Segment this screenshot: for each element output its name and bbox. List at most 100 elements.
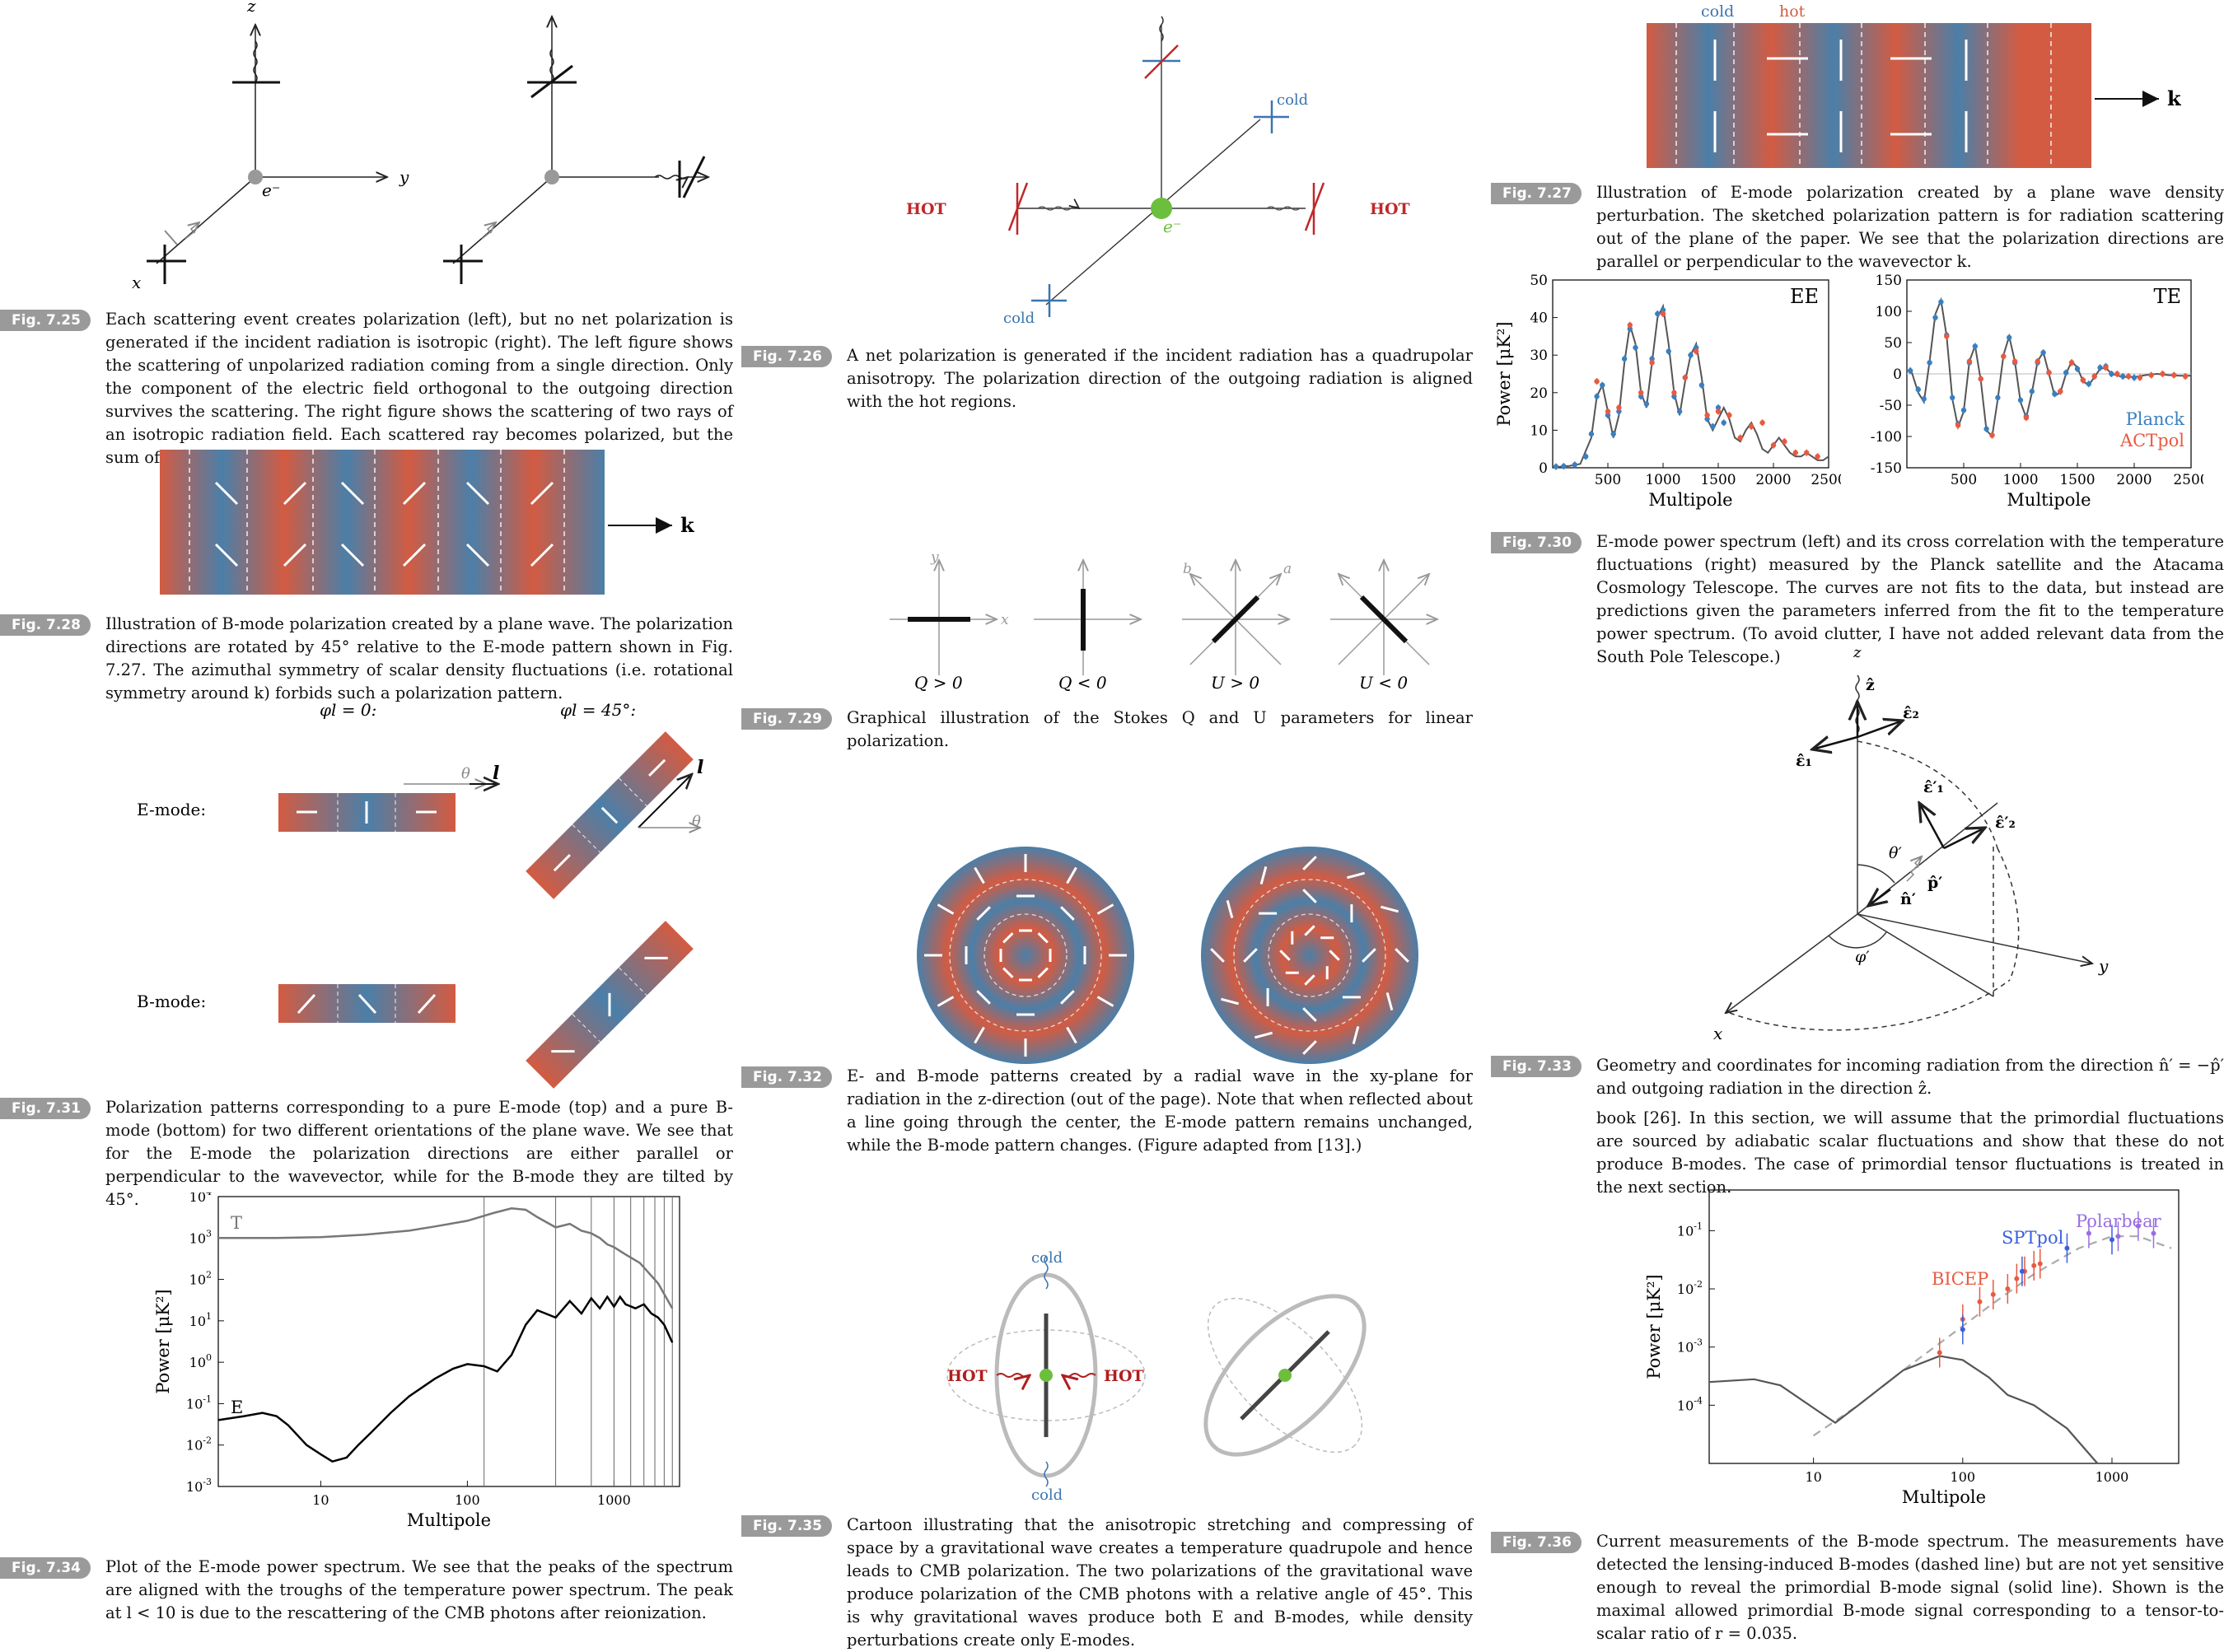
y-tick-label: 10-4 bbox=[1677, 1395, 1703, 1413]
data-point-planck bbox=[2109, 371, 2114, 377]
fig-726-caption: Fig. 7.26 A net polarization is generate… bbox=[741, 344, 1473, 418]
data-point-actpol bbox=[2080, 377, 2086, 383]
fig-732-caption: Fig. 7.32 E- and B-mode patterns created… bbox=[741, 1065, 1473, 1160]
data-point-polarbear bbox=[2115, 1234, 2121, 1239]
data-point-sptpol bbox=[1960, 1327, 1965, 1332]
data-point-actpol bbox=[1944, 334, 1950, 339]
polarization-tick bbox=[1002, 967, 1014, 978]
fig-728-tag: Fig. 7.28 bbox=[0, 614, 91, 636]
data-point-actpol bbox=[2011, 358, 2018, 364]
data-point-bicep bbox=[2014, 1276, 2020, 1281]
data-point-planck bbox=[1915, 386, 1921, 393]
x-tick-label: 1500 bbox=[1700, 472, 1736, 488]
fig-736-text: Current measurements of the B-mode spect… bbox=[1596, 1532, 2224, 1643]
x-tick-label: 1000 bbox=[597, 1492, 631, 1508]
data-point-planck bbox=[2007, 334, 2012, 341]
data-point-polarbear bbox=[2135, 1223, 2141, 1229]
data-point-actpol bbox=[1594, 378, 1600, 385]
polarization-tick bbox=[1037, 967, 1049, 978]
data-point-actpol bbox=[2160, 371, 2166, 377]
polarization-tick bbox=[1302, 889, 1317, 903]
polarization-tick bbox=[1254, 1031, 1273, 1039]
y-tick-label: 10-3 bbox=[1677, 1337, 1703, 1356]
data-point-planck bbox=[1688, 352, 1694, 358]
theory-curve bbox=[1555, 303, 1829, 469]
fig733-e1: ε̂₁ bbox=[1796, 752, 1812, 770]
data-point-planck bbox=[2120, 373, 2126, 380]
data-point-planck bbox=[1655, 310, 1661, 317]
data-point-planck bbox=[1927, 360, 1932, 366]
polarization-tick bbox=[1304, 925, 1315, 936]
fig-727-tag: Fig. 7.27 bbox=[1491, 183, 1582, 204]
polarization-tick bbox=[1096, 903, 1114, 915]
fig-733-diagram: z ẑ ε̂₁ ε̂₂ ε̂′₁ ε̂′₂ θ′ p̂′ n̂′ φ′ y x bbox=[1713, 644, 2109, 1043]
polarization-tick bbox=[1302, 1007, 1317, 1022]
fig731-bmode: B-mode: bbox=[137, 992, 206, 1011]
y-tick-label: -150 bbox=[1871, 460, 1902, 477]
x-axis-label: Multipole bbox=[2007, 490, 2091, 510]
fig729-qpos: Q > 0 bbox=[914, 673, 963, 693]
data-point-actpol bbox=[1749, 423, 1754, 430]
fig725-label-e: e⁻ bbox=[262, 180, 280, 200]
fig731-l-2: l bbox=[697, 757, 703, 778]
polarization-tick bbox=[1060, 990, 1075, 1005]
data-point-planck bbox=[1983, 426, 1989, 432]
fig-734-caption: Fig. 7.34 Plot of the E-mode power spect… bbox=[0, 1556, 733, 1625]
fig733-z: z bbox=[1853, 644, 1862, 661]
fig-725-caption: Fig. 7.25 Each scattering event creates … bbox=[0, 308, 733, 467]
data-point-actpol bbox=[2148, 372, 2154, 378]
series-label-sptpol: SPTpol bbox=[2002, 1228, 2064, 1248]
data-point-planck bbox=[2040, 349, 2046, 356]
polarization-tick bbox=[1220, 997, 1240, 1006]
fig735-cold-top: cold bbox=[1031, 1249, 1063, 1267]
fig-733-caption: Fig. 7.33 Geometry and coordinates for i… bbox=[1491, 1054, 2224, 1100]
fig731-theta-1: θ bbox=[461, 765, 470, 782]
data-point-planck bbox=[1610, 431, 1616, 437]
panel-label: TE bbox=[2153, 285, 2181, 308]
data-point-bicep bbox=[1977, 1299, 1983, 1304]
data-point-planck bbox=[1960, 407, 1967, 413]
series-label-bicep: BICEP bbox=[1932, 1269, 1988, 1289]
polarization-tick bbox=[1352, 1025, 1360, 1045]
data-point-actpol bbox=[1638, 390, 1644, 395]
polarization-tick bbox=[937, 903, 955, 915]
curve-primordial bbox=[1708, 1355, 2099, 1464]
data-point-actpol bbox=[1627, 322, 1633, 328]
fig725-label-x: x bbox=[132, 273, 141, 292]
y-tick-label: 103 bbox=[189, 1228, 212, 1246]
data-point-planck bbox=[1715, 404, 1722, 411]
data-point-planck bbox=[1698, 382, 1705, 388]
fig-729-caption: Fig. 7.29 Graphical illustration of the … bbox=[741, 707, 1473, 750]
y-tick-label: 50 bbox=[1530, 273, 1548, 289]
fig-727-caption: Fig. 7.27 Illustration of E-mode polariz… bbox=[1491, 181, 2224, 273]
fig-729-tag: Fig. 7.29 bbox=[741, 708, 832, 730]
data-point-actpol bbox=[1737, 435, 1743, 441]
y-tick-label: 10-1 bbox=[1677, 1220, 1703, 1239]
data-point-bicep bbox=[1937, 1350, 1942, 1356]
fig-730-text: E-mode power spectrum (left) and its cro… bbox=[1596, 532, 2224, 666]
x-tick-label: 1000 bbox=[1645, 472, 1680, 488]
fig-727-text: Illustration of E-mode polarization crea… bbox=[1596, 183, 2224, 271]
data-point-planck bbox=[1605, 412, 1611, 418]
data-point-actpol bbox=[1955, 422, 1961, 428]
data-point-planck bbox=[1594, 394, 1600, 399]
fig733-y: y bbox=[2098, 956, 2109, 976]
fig726-cold-top: cold bbox=[1277, 91, 1308, 109]
data-point-planck bbox=[2029, 389, 2035, 394]
y-tick-label: -50 bbox=[1880, 398, 1902, 414]
fig733-phi: φ′ bbox=[1855, 948, 1870, 966]
fig-725-tag: Fig. 7.25 bbox=[0, 310, 91, 331]
y-tick-label: 102 bbox=[189, 1270, 212, 1288]
fig-729-diagram: x y a b Q > 0 Q < 0 U > 0 U < 0 bbox=[890, 549, 1474, 693]
y-tick-label: 100 bbox=[1876, 304, 1902, 320]
fig731-phi0: φl = 0: bbox=[320, 700, 376, 720]
polarization-tick bbox=[1226, 899, 1234, 919]
fig725-label-y: y bbox=[399, 167, 409, 187]
data-point-actpol bbox=[2023, 415, 2030, 421]
fig-731-caption: Fig. 7.31 Polarization patterns correspo… bbox=[0, 1096, 733, 1209]
fig729-y: y bbox=[930, 549, 939, 566]
x-tick-label: 500 bbox=[1595, 472, 1621, 488]
fig733-e1p: ε̂′₁ bbox=[1923, 778, 1944, 796]
data-point-actpol bbox=[2046, 370, 2052, 376]
polarization-tick bbox=[1243, 948, 1258, 963]
